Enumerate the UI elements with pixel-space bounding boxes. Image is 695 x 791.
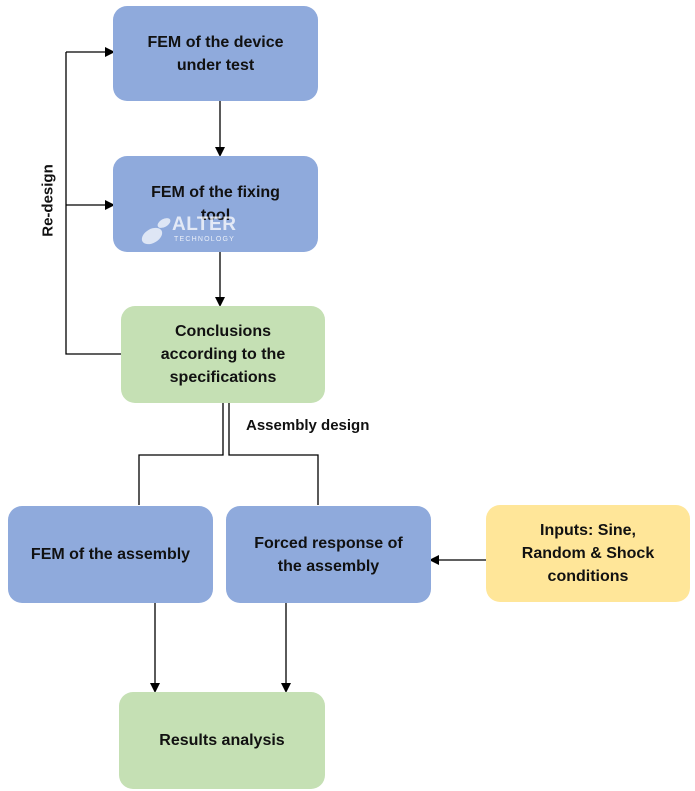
node-conclusions-line2: according to the <box>160 346 286 363</box>
node-fem-device: FEM of the device under test <box>113 6 318 101</box>
watermark-name: ALTER <box>172 214 237 235</box>
assembly-design-label: Assembly design <box>246 417 370 434</box>
node-inputs-line3: conditions <box>547 568 629 585</box>
node-fem-fixing-line1: FEM of the fixing <box>151 184 280 201</box>
node-results-label: Results analysis <box>159 732 285 749</box>
node-conclusions-line1: Conclusions <box>174 323 271 340</box>
node-inputs: Inputs: Sine, Random & Shock conditions <box>486 505 690 602</box>
redesign-loop-line <box>65 52 121 355</box>
node-fem-device-line1: FEM of the device <box>147 33 284 51</box>
watermark-sub: TECHNOLOGY <box>174 236 236 243</box>
node-forced-response-line2: the assembly <box>277 557 380 575</box>
branch-to-forced-response <box>228 403 319 505</box>
redesign-label: Re-design <box>39 164 57 237</box>
node-fem-fixing-line2: tool <box>200 207 231 224</box>
node-conclusions: Conclusions according to the specificati… <box>121 306 325 403</box>
alter-technology-watermark: ALTER TECHNOLOGY <box>140 212 250 250</box>
node-fem-assembly: FEM of the assembly <box>8 506 213 603</box>
node-forced-response: Forced response of the assembly <box>226 506 431 603</box>
node-conclusions-line3: specifications <box>169 369 277 386</box>
node-results: Results analysis <box>119 692 325 789</box>
node-fem-device-line2: under test <box>176 56 255 74</box>
node-inputs-line2: Random & Shock <box>521 545 655 562</box>
node-inputs-line1: Inputs: Sine, <box>540 522 636 539</box>
alter-logo-icon <box>141 218 171 245</box>
node-forced-response-line1: Forced response of <box>254 534 403 552</box>
branch-to-fem-assembly <box>138 403 224 505</box>
node-fem-assembly-label: FEM of the assembly <box>30 546 191 563</box>
